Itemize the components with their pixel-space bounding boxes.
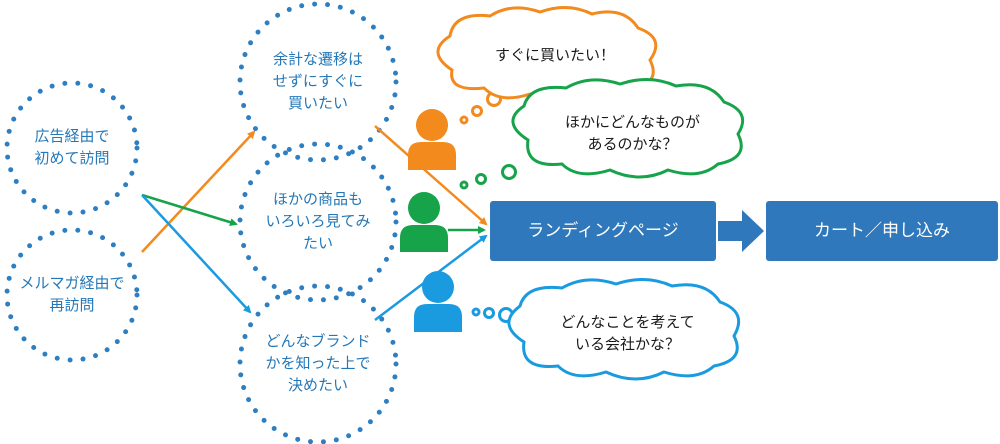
arrow-ad-to-browse xyxy=(141,193,238,227)
person-icon xyxy=(400,192,448,252)
thought-dots-blue xyxy=(471,307,514,323)
source-circle-ad xyxy=(4,80,140,216)
thought-cloud-blue xyxy=(507,278,741,381)
source-label-mail: メルマガ経由で 再訪問 xyxy=(19,274,125,314)
thought-cloud-orange xyxy=(436,6,658,103)
landing-page-box xyxy=(490,201,716,261)
person-icon xyxy=(408,109,456,170)
person-icon xyxy=(414,271,462,332)
thought-text-orange: すぐに買いたい！ xyxy=(494,46,615,65)
source-circle-mail xyxy=(4,227,140,363)
need-label-brand: どんなブランド かを知った上で 決めたい xyxy=(265,332,371,394)
need-circle-buy xyxy=(237,1,399,163)
flow-arrow xyxy=(718,210,764,252)
arrow-buy-to-landing xyxy=(374,125,488,226)
landing-page-label: ランディングページ xyxy=(527,220,679,241)
need-label-buy: 余計な遷移は せずにすぐに 買いたい xyxy=(272,50,364,112)
thought-cloud-green xyxy=(511,78,745,179)
thought-text-green: ほかにどんなものが あるのかな？ xyxy=(564,113,700,153)
arrow-mail-to-buy xyxy=(141,130,256,253)
cart-label: カート／申し込み xyxy=(814,220,950,241)
arrow-ad-to-brand xyxy=(141,194,252,314)
source-label-ad: 広告経由で 初めて訪問 xyxy=(34,127,110,167)
need-label-browse: ほかの商品も いろいろ見てみ たい xyxy=(265,190,371,252)
thought-dots-orange xyxy=(459,91,502,125)
need-circle-browse xyxy=(237,141,399,303)
thought-dots-green xyxy=(459,164,517,190)
cart-box xyxy=(766,201,998,261)
thought-text-blue: どんなことを考えて いる会社かな？ xyxy=(560,313,695,353)
need-circle-brand xyxy=(237,283,399,444)
